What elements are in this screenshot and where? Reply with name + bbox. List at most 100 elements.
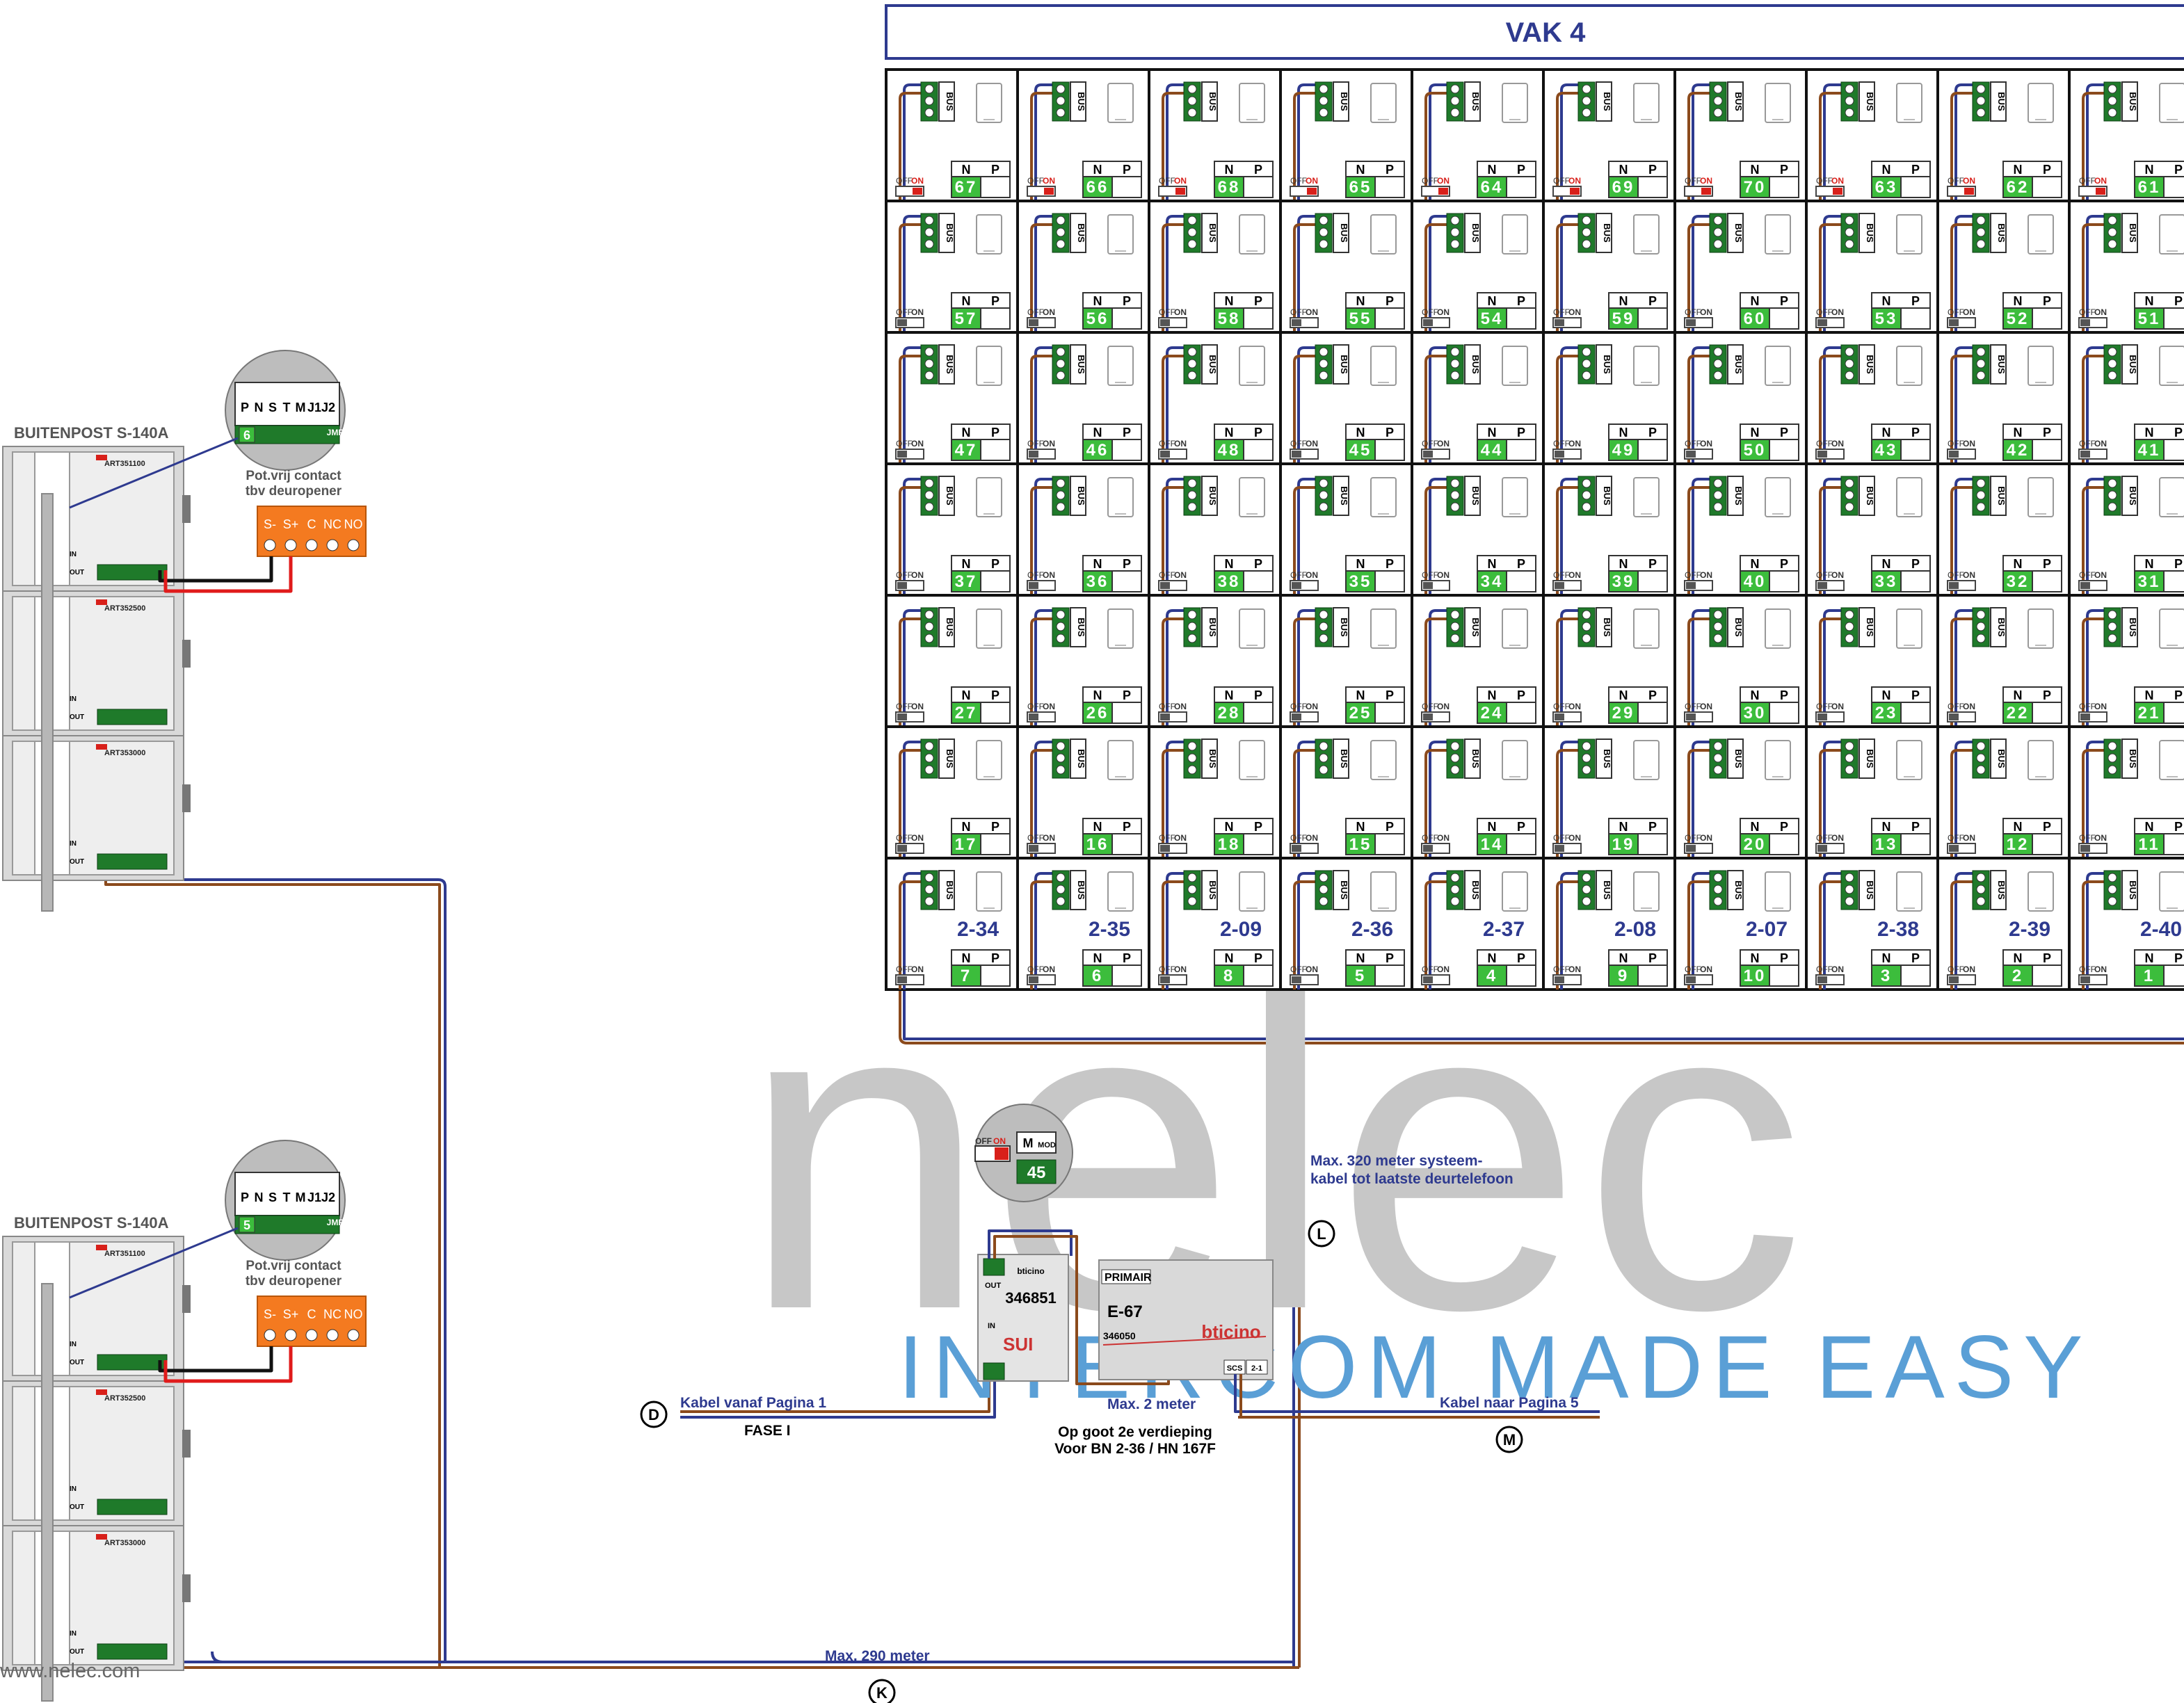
address-n-box: [951, 702, 981, 724]
switch-on-label: ON: [1700, 570, 1712, 580]
address-p-box: [1769, 570, 1799, 592]
module-clip: [182, 495, 191, 523]
switch-off-label: OFF: [1027, 176, 1044, 186]
bus-wire-blue: [2086, 83, 2104, 201]
bus-label: BUS: [945, 486, 955, 506]
terminal-screw: [1845, 96, 1854, 106]
terminal-screw: [1056, 96, 1066, 106]
bus-label-box: [1333, 344, 1349, 385]
handset-outline: [2159, 608, 2184, 649]
bus-label: BUS: [1207, 618, 1218, 637]
n-label: N: [1225, 951, 1234, 965]
switch-off-label: OFF: [1553, 702, 1570, 711]
handset-outline: [976, 608, 1002, 649]
switch-off-label: OFF: [1422, 833, 1438, 843]
handset-outline: [1765, 83, 1791, 123]
handset-outline: [2028, 740, 2054, 780]
dip-switch-knob: [1949, 319, 1959, 326]
n-label: N: [1619, 163, 1628, 177]
terminal-screw: [1319, 359, 1328, 369]
address-n-box: [2134, 965, 2165, 987]
switch-on-label: ON: [1568, 965, 1581, 974]
np-header: [1214, 423, 1274, 440]
switch-off-label: OFF: [1685, 570, 1701, 580]
contact-terminal-label: NO: [344, 517, 363, 531]
terminal-screw: [1319, 622, 1328, 631]
bus-wire-blue: [2086, 872, 2104, 990]
room-label: 2-08: [1614, 918, 1656, 941]
switch-off-label: OFF: [1816, 570, 1833, 580]
p-label: P: [1780, 688, 1788, 702]
terminal-screw: [1319, 108, 1328, 118]
dip-switch-knob: [1044, 188, 1054, 195]
bus-wire-brown: [1424, 92, 1447, 201]
station-address: 40: [1744, 572, 1767, 591]
terminal-screw: [924, 873, 934, 882]
p-label: P: [1386, 557, 1394, 571]
bus-label-box: [1990, 870, 2007, 910]
n-label: N: [962, 820, 971, 834]
station-address: 6: [243, 428, 250, 442]
primair-label: PRIMAIR: [1105, 1272, 1152, 1284]
address-n-box: [2134, 176, 2165, 198]
switch-off-label: OFF: [1816, 833, 1833, 843]
bus-wire-blue: [1034, 478, 1052, 595]
np-header: [951, 949, 1011, 966]
terminal-screw: [1450, 227, 1460, 237]
bus-wire-brown: [1819, 223, 1841, 332]
p-label: P: [1517, 557, 1525, 571]
contact-wire-red: [163, 1346, 293, 1383]
station-address: 50: [1744, 441, 1767, 460]
marker-letter: L: [1317, 1225, 1326, 1243]
terminal-screw: [2107, 610, 2117, 620]
station-address: 68: [1218, 178, 1241, 197]
np-header: [2002, 161, 2062, 177]
switch-on-label: ON: [911, 965, 924, 974]
terminal-screw: [1845, 885, 1854, 894]
switch-on-label: ON: [1306, 833, 1318, 843]
switch-off-label: OFF: [896, 176, 913, 186]
switch-on-label: ON: [1568, 176, 1581, 186]
bus-label-box: [1070, 344, 1086, 385]
n-label: N: [2145, 951, 2154, 965]
bus-label-box: [1201, 81, 1218, 122]
bus-label: BUS: [1207, 355, 1218, 374]
terminal-screw: [1582, 885, 1591, 894]
np-header: [1214, 161, 1274, 177]
address-p-box: [1900, 833, 1931, 855]
cable-to-label: Kabel naar Pagina 5: [1440, 1395, 1579, 1411]
dip-switch-knob: [1029, 845, 1038, 852]
marker-letter: D: [648, 1406, 659, 1423]
terminal-screw: [2107, 96, 2117, 106]
terminal-screw: [1319, 765, 1328, 775]
terminal-screw: [1450, 873, 1460, 882]
terminal-screw: [2107, 108, 2117, 118]
bus-label-box: [1464, 344, 1481, 385]
handset-outline: [1633, 871, 1660, 912]
terminal-screw: [1845, 741, 1854, 751]
dip-switch-knob: [1833, 188, 1842, 195]
dip-switch-knob: [897, 582, 907, 589]
terminal-screw: [1976, 227, 1986, 237]
station-address: 56: [1086, 309, 1109, 328]
switch-on-label: ON: [1043, 570, 1055, 580]
bus-label: BUS: [1733, 486, 1744, 506]
np-header: [951, 292, 1011, 309]
in-label: IN: [70, 551, 77, 558]
np-header: [1608, 818, 1668, 834]
terminal-screw: [2107, 371, 2117, 380]
address-n-box: [1608, 176, 1639, 198]
terminal-screw: [1187, 622, 1197, 631]
p-label: P: [1123, 294, 1131, 308]
dip-switch-knob: [1423, 976, 1433, 983]
bus-label-box: [1333, 213, 1349, 253]
bus-wire-blue: [1166, 346, 1184, 464]
bus-wire-brown: [1950, 92, 1973, 201]
station-address: 29: [1612, 704, 1635, 723]
np-header: [1477, 292, 1536, 309]
switch-off-label: OFF: [2079, 439, 2096, 449]
address-p-box: [1243, 176, 1274, 198]
